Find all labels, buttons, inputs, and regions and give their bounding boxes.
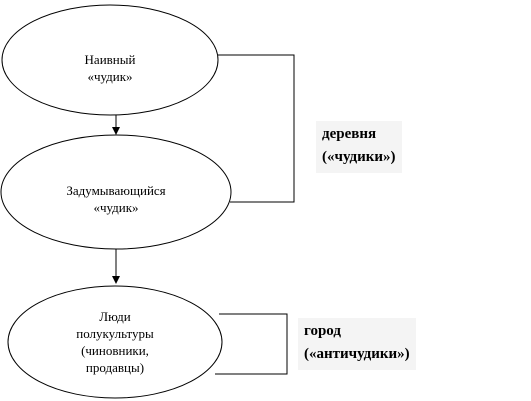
group-label-line: деревня: [322, 126, 377, 142]
group-label-line: («античудики»): [304, 346, 410, 362]
group-label-line: («чудики»): [322, 149, 396, 165]
node-label-line: «чудик»: [93, 200, 139, 215]
bracket-city: [215, 313, 288, 375]
group-label-line: город: [304, 323, 341, 339]
node-semi-culture-people-ellipse: [7, 285, 223, 399]
node-label-naive-chudik: Наивный «чудик»: [40, 51, 180, 85]
node-label-line: (чиновники,: [81, 343, 149, 358]
node-label-line: продавцы): [85, 360, 145, 375]
bracket-village: [218, 54, 295, 203]
node-label-semi-culture-people: Люди полукультуры (чиновники, продавцы): [45, 308, 185, 376]
node-label-line: Наивный: [84, 52, 136, 67]
group-label-village: деревня («чудики»): [316, 121, 402, 173]
node-naive-chudik-ellipse: [1, 4, 219, 116]
node-label-line: Люди: [99, 309, 131, 324]
node-label-line: «чудик»: [87, 69, 133, 84]
node-label-thinking-chudik: Задумывающийся «чудик»: [36, 182, 196, 216]
group-label-city: город («античудики»): [298, 318, 416, 370]
node-label-line: Задумывающийся: [66, 183, 166, 198]
node-label-line: полукультуры: [76, 326, 154, 341]
